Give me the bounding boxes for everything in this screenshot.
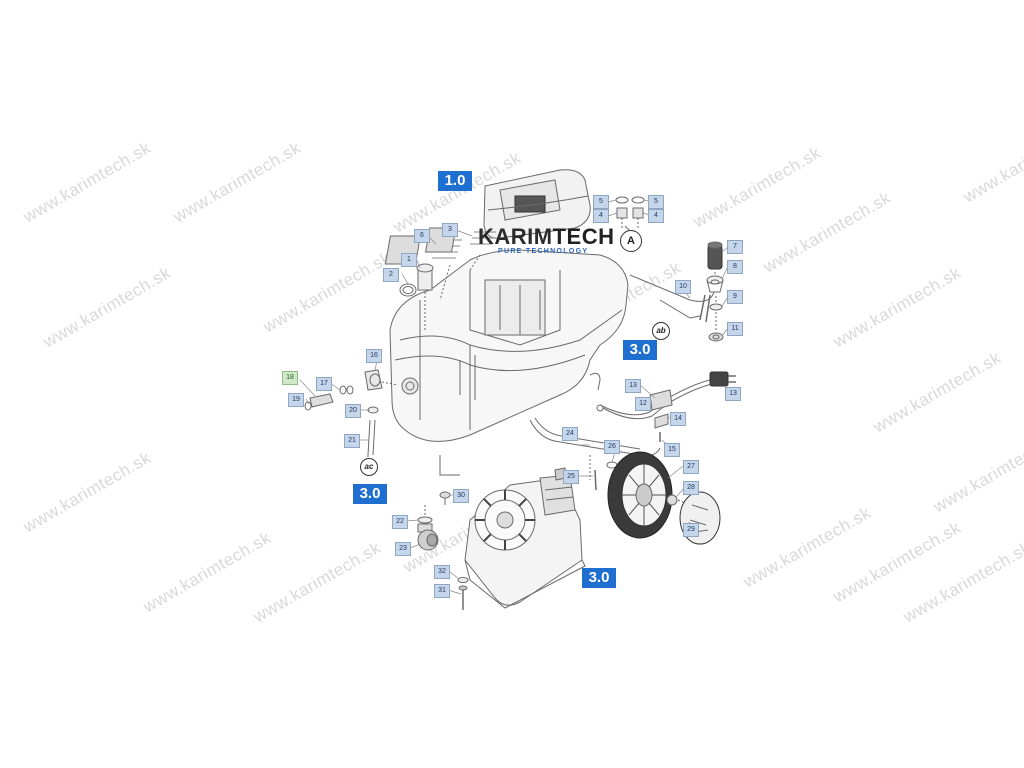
- part-label-11[interactable]: 11: [727, 322, 743, 336]
- part-label-3[interactable]: 3: [442, 223, 458, 237]
- part-label-29[interactable]: 29: [683, 523, 699, 537]
- part-label-12[interactable]: 12: [635, 397, 651, 411]
- logo-tagline: PURE TECHNOLOGY: [498, 248, 589, 255]
- part-label-1[interactable]: 1: [401, 253, 417, 267]
- coupling-1-2: [399, 263, 434, 330]
- part-label-20[interactable]: 20: [345, 404, 361, 418]
- part-label-21[interactable]: 21: [344, 434, 360, 448]
- part-label-13a[interactable]: 13: [625, 379, 641, 393]
- part-label-7[interactable]: 7: [727, 240, 743, 254]
- part-label-2[interactable]: 2: [383, 268, 399, 282]
- part-label-13b[interactable]: 13: [725, 387, 741, 401]
- part-label-18[interactable]: 18: [282, 371, 298, 385]
- part-label-31[interactable]: 31: [434, 584, 450, 598]
- part-label-8[interactable]: 8: [727, 260, 743, 274]
- section-badge-3-0-right[interactable]: 3.0: [623, 340, 657, 360]
- part-label-17[interactable]: 17: [316, 377, 332, 391]
- section-badge-1-0[interactable]: 1.0: [438, 171, 472, 191]
- section-badge-3-0-bottom[interactable]: 3.0: [582, 568, 616, 588]
- callout-a: A: [620, 230, 642, 252]
- part-label-28[interactable]: 28: [683, 481, 699, 495]
- motor-base: [464, 467, 586, 609]
- power-cable: [596, 371, 736, 442]
- part-label-24[interactable]: 24: [562, 427, 578, 441]
- part-label-22[interactable]: 22: [392, 515, 408, 529]
- part-label-32[interactable]: 32: [434, 565, 450, 579]
- main-tank: [389, 249, 629, 476]
- part-label-26[interactable]: 26: [604, 440, 620, 454]
- callout-ab: ab: [652, 322, 670, 340]
- logo-name-part2: TECH: [552, 224, 615, 249]
- part-label-25[interactable]: 25: [563, 470, 579, 484]
- section-badge-3-0-left[interactable]: 3.0: [353, 484, 387, 504]
- drain-fittings: [304, 369, 399, 462]
- wheel: [607, 451, 691, 539]
- part-label-30[interactable]: 30: [453, 489, 469, 503]
- logo-name: KARIMTECH: [478, 224, 615, 250]
- part-label-14[interactable]: 14: [670, 412, 686, 426]
- part-label-10[interactable]: 10: [675, 280, 691, 294]
- logo-name-part1: KARIM: [478, 224, 553, 249]
- part-label-4a[interactable]: 4: [593, 209, 609, 223]
- part-label-6[interactable]: 6: [414, 229, 430, 243]
- part-label-15[interactable]: 15: [664, 443, 680, 457]
- part-label-19[interactable]: 19: [288, 393, 304, 407]
- part-label-23[interactable]: 23: [395, 542, 411, 556]
- castor-wheel: [417, 491, 451, 551]
- part-label-4b[interactable]: 4: [648, 209, 664, 223]
- part-label-16[interactable]: 16: [366, 349, 382, 363]
- part-label-27[interactable]: 27: [683, 460, 699, 474]
- part-label-5b[interactable]: 5: [648, 195, 664, 209]
- hose-assembly: [629, 241, 724, 342]
- callout-ac: ac: [360, 458, 378, 476]
- part-label-9[interactable]: 9: [727, 290, 743, 304]
- top-lid: [483, 169, 591, 239]
- leader-lines: [299, 199, 731, 595]
- part-label-5a[interactable]: 5: [593, 195, 609, 209]
- screw-31: [457, 577, 469, 610]
- karimtech-logo: KARIMTECH PURE TECHNOLOGY: [478, 224, 618, 260]
